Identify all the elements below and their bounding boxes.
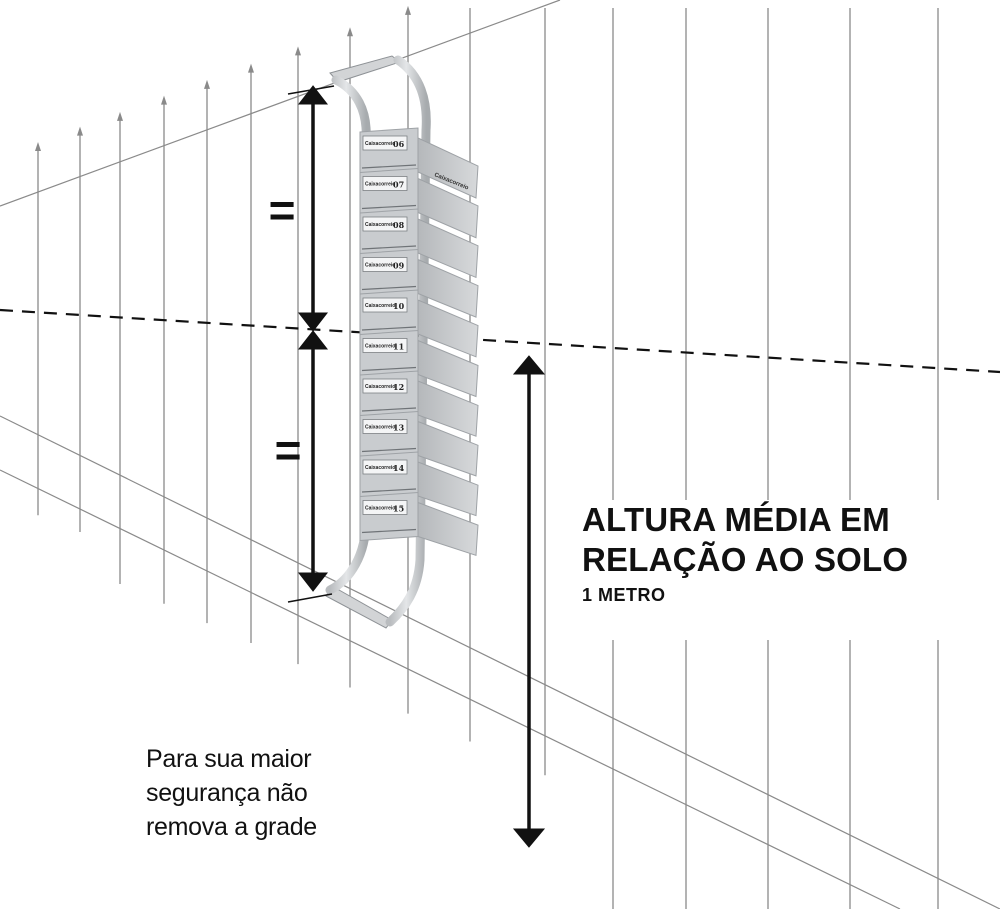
equal-sign-top: =: [269, 184, 296, 236]
mailbox-label-plate: [362, 459, 408, 475]
fence-post-spike: [117, 111, 123, 121]
mailbox-number: 13: [393, 423, 405, 433]
mailbox-label-plate: [362, 135, 408, 151]
mailbox-brand-label: Caixacorreio: [365, 384, 395, 390]
mailbox-slot: [361, 407, 417, 412]
headline-line-1: ALTURA MÉDIA EM: [582, 501, 890, 538]
mailbox-number: 10: [393, 301, 405, 311]
mailbox-brand-label: Caixacorreio: [365, 263, 395, 269]
mailbox-unit: Caixacorreio06Caixacorreio07Caixacorreio…: [325, 55, 479, 629]
mailbox-slot: [361, 164, 417, 169]
mailbox-number: 08: [393, 220, 405, 230]
mailbox-number: 11: [393, 342, 404, 352]
mailbox-label-plate: [362, 257, 408, 272]
rack-bottom-bracket: [325, 585, 393, 629]
headline-line-3: 1 METRO: [582, 585, 666, 605]
reference-tick-bottom: [287, 593, 333, 603]
headline-line-2: RELAÇÃO AO SOLO: [582, 541, 909, 578]
fence-post-spike: [295, 46, 301, 56]
safety-note-line-2: segurança não: [146, 779, 308, 807]
safety-note: Para sua maior segurança não remova a gr…: [140, 742, 386, 852]
fence-wire-top: [0, 0, 561, 207]
measurement-arrows-left: [287, 85, 335, 603]
height-arrow-icon: [512, 355, 546, 848]
mailbox-number: 14: [393, 463, 405, 473]
fence-post-spike: [248, 63, 254, 73]
mailbox-brand-label: Caixacorreio: [365, 425, 395, 431]
mailbox-slot: [361, 488, 417, 493]
mailbox-brand-label: Caixacorreio: [365, 303, 395, 309]
mailbox-brand-label: Caixacorreio: [365, 182, 395, 188]
mailbox-number: 06: [393, 139, 405, 149]
rack-rail-right: [385, 55, 431, 627]
mailbox-slot: [361, 326, 417, 331]
equal-sign-bottom: =: [275, 424, 302, 476]
fence-post-spike: [347, 27, 353, 37]
mailbox-slot: [361, 366, 417, 372]
fence-post-spike: [161, 95, 167, 105]
arrowhead-up-mid: [297, 330, 329, 350]
fence-wire-bottom-1: [0, 415, 1000, 909]
mailbox-slot: [361, 285, 417, 291]
safety-note-line-1: Para sua maior: [146, 745, 312, 773]
safety-note-line-3: remova a grade: [146, 813, 317, 841]
mailbox-slot: [361, 528, 417, 534]
mailbox-number: 15: [393, 504, 404, 514]
mailbox-number: 12: [393, 382, 404, 392]
fence-post-spike: [35, 142, 41, 152]
mailbox-slot: [361, 245, 417, 250]
mailbox-label-plate: [362, 419, 408, 434]
mailbox-slot: [361, 447, 417, 453]
mailbox-brand-label: Caixacorreio: [365, 506, 395, 512]
mailbox-brand-label: Caixacorreio: [365, 465, 395, 471]
fence-post-spike: [405, 5, 411, 15]
fence-post-spike: [204, 79, 210, 89]
height-headline: ALTURA MÉDIA EM RELAÇÃO AO SOLO 1 METRO: [582, 500, 992, 640]
mailbox-brand-label: Caixacorreio: [365, 344, 395, 350]
arrowhead-down-bottom: [297, 572, 329, 592]
mailbox-label-plate: [362, 216, 408, 232]
fence-wire-bottom-2: [0, 469, 901, 909]
mailbox-number: 09: [393, 261, 405, 271]
mailbox-label-plate: [362, 338, 408, 353]
midline-dashed: [0, 308, 1000, 374]
mailbox-label-plate: [362, 176, 408, 191]
mailbox-boxes: Caixacorreio06Caixacorreio07Caixacorreio…: [359, 127, 479, 556]
mailbox-slot: [361, 204, 417, 210]
mailbox-number: 07: [393, 180, 404, 190]
mailbox-label-plate: [362, 297, 408, 313]
arrowhead-up-top: [297, 85, 329, 105]
mailbox-brand-label: Caixacorreio: [365, 222, 395, 228]
mailbox-brand-label: Caixacorreio: [365, 141, 395, 147]
arrowhead-down-mid: [297, 312, 329, 332]
mailbox-label-plate: [362, 500, 408, 515]
fence-post-spike: [77, 126, 83, 136]
mailbox-label-plate: [362, 378, 408, 394]
